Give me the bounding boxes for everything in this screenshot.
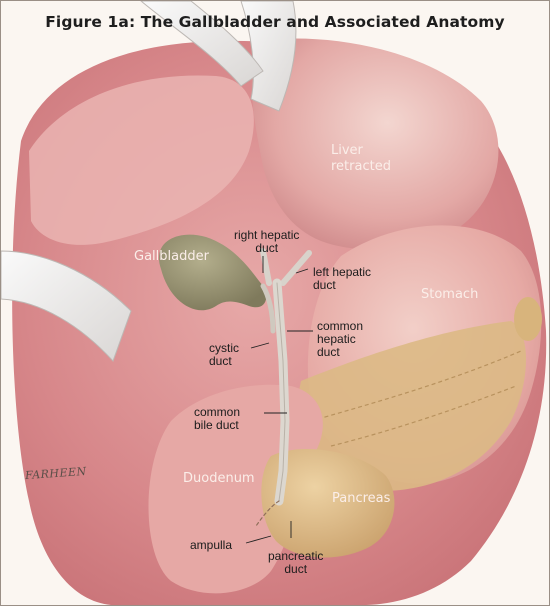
gallbladder	[158, 234, 267, 311]
pancreas	[261, 448, 395, 558]
label-common-bile-duct: common bile duct	[194, 405, 241, 432]
omental-fat	[293, 321, 526, 491]
liver	[251, 38, 499, 250]
figure-title: Figure 1a: The Gallbladder and Associate…	[45, 13, 505, 31]
fat-nodule	[514, 297, 542, 341]
label-gallbladder: Gallbladder	[134, 249, 209, 264]
label-stomach: Stomach	[421, 287, 479, 302]
label-common-hepatic-duct: common hepatic duct	[317, 319, 364, 359]
label-duodenum: Duodenum	[183, 471, 255, 486]
label-pancreas: Pancreas	[332, 491, 391, 506]
retractor-top	[240, 1, 297, 112]
label-ampulla: ampulla	[190, 538, 233, 552]
label-pancreatic-duct: pancreatic duct	[268, 549, 324, 576]
label-liver: Liver retracted	[331, 143, 391, 174]
biliary-ducts	[255, 248, 312, 527]
label-left-hepatic-duct: left hepatic duct	[313, 265, 372, 292]
label-right-hepatic-duct: right hepatic duct	[234, 228, 300, 255]
retractor-top-left	[140, 1, 264, 87]
label-cystic-duct: cystic duct	[209, 341, 239, 368]
liver-left-lobe	[29, 75, 254, 245]
leader-lines	[245, 256, 313, 544]
retractor-left	[1, 250, 132, 362]
